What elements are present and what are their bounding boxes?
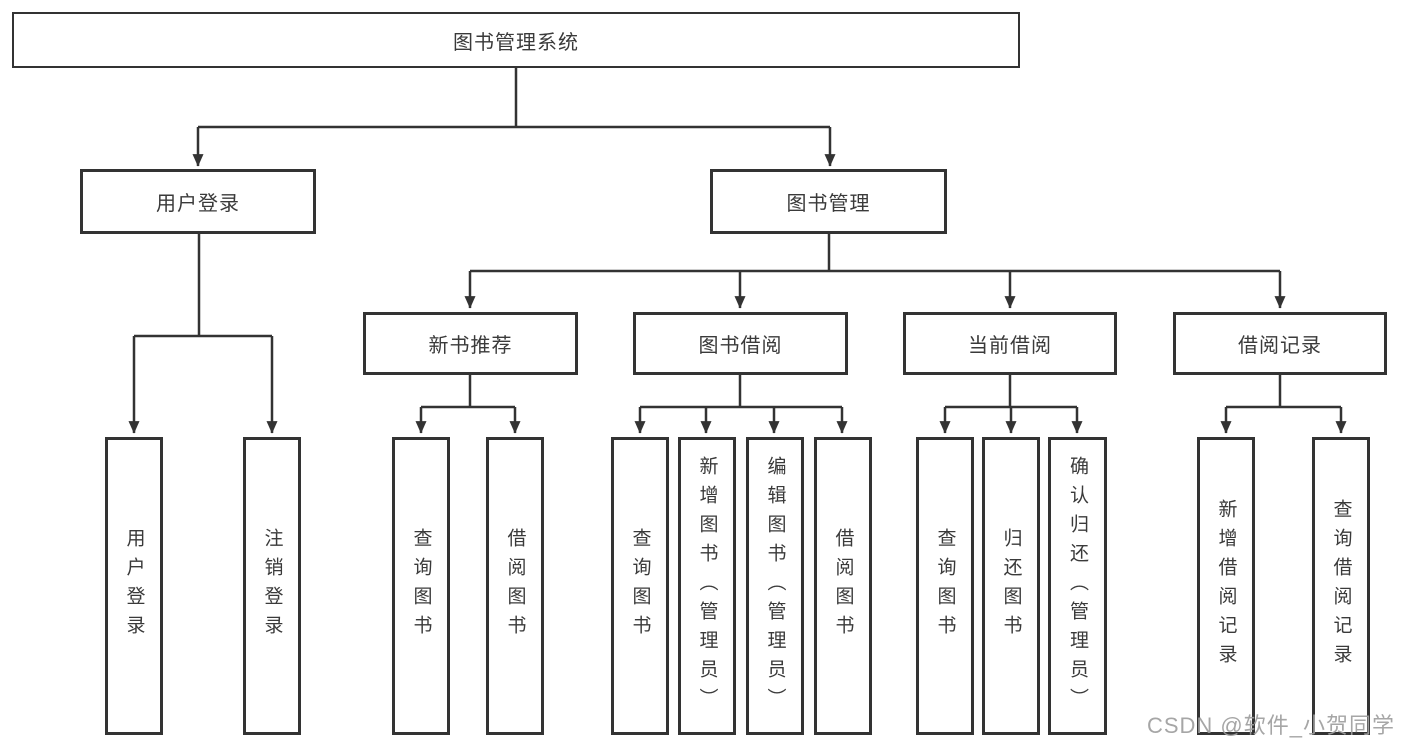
node-book-management: 图书管理 <box>710 169 947 234</box>
leaf-borrow-books-1-label: 借阅图书 <box>504 528 526 644</box>
leaf-add-borrow-record-label: 新增借阅记录 <box>1215 499 1237 673</box>
leaf-borrow-books-2-label: 借阅图书 <box>832 528 854 644</box>
leaf-add-books-admin-label: 新增图书（管理员） <box>696 455 718 717</box>
leaf-query-books-2: 查询图书 <box>611 437 669 735</box>
leaf-return-books: 归还图书 <box>982 437 1040 735</box>
node-new-book-recommend: 新书推荐 <box>363 312 578 375</box>
node-book-borrow: 图书借阅 <box>633 312 848 375</box>
leaf-query-books-1-label: 查询图书 <box>410 528 432 644</box>
leaf-logout-label: 注销登录 <box>261 528 283 644</box>
node-current-borrow: 当前借阅 <box>903 312 1117 375</box>
leaf-query-books-2-label: 查询图书 <box>629 528 651 644</box>
node-root-label: 图书管理系统 <box>453 31 579 54</box>
leaf-return-books-label: 归还图书 <box>1000 528 1022 644</box>
node-user-login: 用户登录 <box>80 169 316 234</box>
node-borrow-record-label: 借阅记录 <box>1238 335 1322 357</box>
leaf-add-borrow-record: 新增借阅记录 <box>1197 437 1255 735</box>
leaf-confirm-return-admin: 确认归还（管理员） <box>1048 437 1107 735</box>
leaf-confirm-return-admin-label: 确认归还（管理员） <box>1067 455 1088 717</box>
leaf-query-books-3: 查询图书 <box>916 437 974 735</box>
leaf-edit-books-admin: 编辑图书（管理员） <box>746 437 804 735</box>
leaf-query-books-3-label: 查询图书 <box>934 528 956 644</box>
leaf-query-books-1: 查询图书 <box>392 437 450 735</box>
node-book-management-label: 图书管理 <box>786 193 871 215</box>
node-borrow-record: 借阅记录 <box>1173 312 1387 375</box>
leaf-add-books-admin: 新增图书（管理员） <box>678 437 736 735</box>
node-root-system: 图书管理系统 <box>12 12 1020 68</box>
node-new-book-recommend-label: 新书推荐 <box>428 335 513 357</box>
node-current-borrow-label: 当前借阅 <box>968 335 1052 357</box>
node-book-borrow-label: 图书借阅 <box>698 335 783 357</box>
leaf-query-borrow-record-label: 查询借阅记录 <box>1330 499 1352 673</box>
csdn-watermark: CSDN @软件_小贺同学 <box>1146 713 1395 738</box>
leaf-logout: 注销登录 <box>243 437 301 735</box>
leaf-query-borrow-record: 查询借阅记录 <box>1312 437 1370 735</box>
leaf-edit-books-admin-label: 编辑图书（管理员） <box>764 455 786 717</box>
leaf-borrow-books-1: 借阅图书 <box>486 437 544 735</box>
leaf-user-login: 用户登录 <box>105 437 163 735</box>
leaf-borrow-books-2: 借阅图书 <box>814 437 872 735</box>
leaf-user-login-label: 用户登录 <box>123 528 145 644</box>
node-user-login-label: 用户登录 <box>156 193 240 215</box>
